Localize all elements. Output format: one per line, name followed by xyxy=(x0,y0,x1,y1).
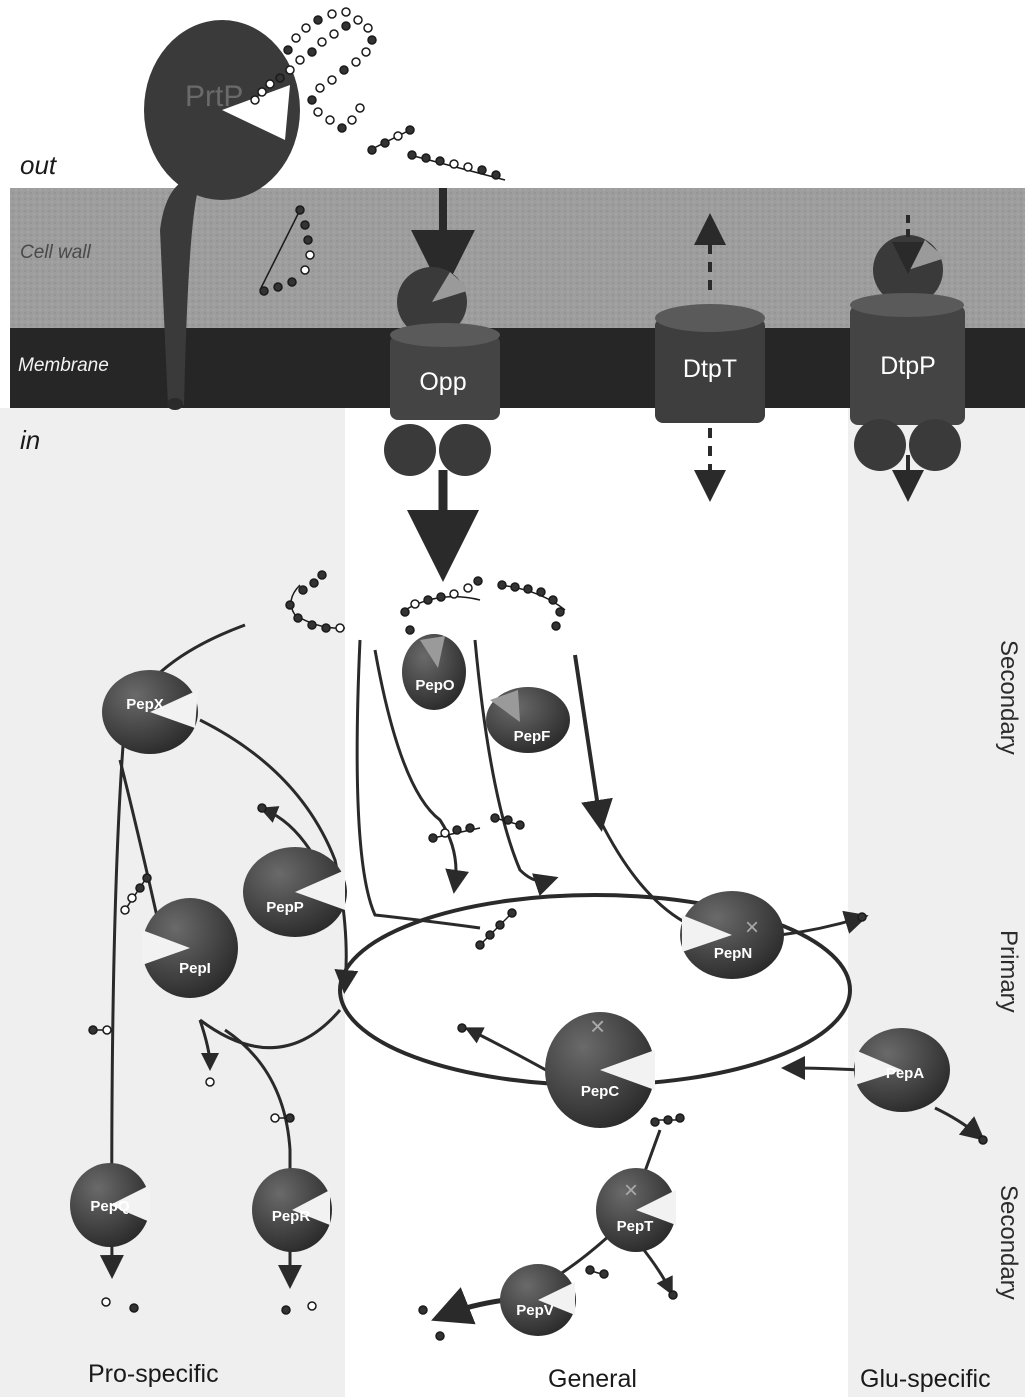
enzyme-pepo xyxy=(402,634,466,710)
dtpt-label: DtpT xyxy=(682,355,738,383)
membrane-label: Membrane xyxy=(18,355,109,376)
secondary-top-label: Secondary xyxy=(995,640,1022,755)
svg-text:×: × xyxy=(745,914,759,941)
enzyme-pepv xyxy=(500,1264,576,1336)
protein-substrate xyxy=(250,7,377,133)
out-region-label: out xyxy=(20,150,57,180)
pepf-label: PepF xyxy=(513,728,551,745)
intracellular-peptides xyxy=(285,570,566,635)
enzyme-pepr xyxy=(252,1168,332,1252)
enzyme-pepf xyxy=(486,687,570,753)
glu-specific-column-shade xyxy=(848,408,1025,1397)
dtpp-label: DtpP xyxy=(880,352,936,380)
pathway-arrows xyxy=(99,623,985,1325)
pepv-label: PepV xyxy=(516,1302,554,1319)
enzyme-pepp xyxy=(243,847,347,937)
pepo-label: PepO xyxy=(415,677,455,694)
pepq-label: PepQ xyxy=(90,1198,130,1215)
prtp-label: PrtP xyxy=(185,80,244,113)
pept-label: PepT xyxy=(616,1218,654,1235)
pepc-label: PepC xyxy=(580,1083,620,1100)
pepp-label: PepP xyxy=(266,899,304,916)
pepa-label: PepA xyxy=(885,1065,925,1082)
pepx-label: PepX xyxy=(126,696,164,713)
opp-label: Opp xyxy=(419,368,467,396)
enzyme-pepq xyxy=(70,1163,150,1247)
peptide-fragments xyxy=(88,803,988,1341)
primary-label: Primary xyxy=(995,930,1022,1013)
pepr-label: PepR xyxy=(271,1208,311,1225)
enzyme-pepi xyxy=(142,898,238,998)
secondary-bottom-label: Secondary xyxy=(995,1185,1022,1300)
glu-specific-label: Glu-specific xyxy=(860,1365,991,1393)
opp-transporter xyxy=(384,188,500,582)
pepn-label: PepN xyxy=(713,945,753,962)
dtpp-transporter xyxy=(850,215,965,502)
cell-wall-label: Cell wall xyxy=(20,242,91,263)
dtpt-transporter xyxy=(655,213,765,502)
enzyme-pepn: × xyxy=(680,891,784,979)
general-label: General xyxy=(548,1365,637,1393)
enzyme-pepx xyxy=(102,670,198,754)
enzyme-pept: × xyxy=(596,1168,676,1252)
pro-specific-label: Pro-specific xyxy=(88,1360,219,1388)
enzyme-pepa xyxy=(854,1028,950,1112)
in-region-label: in xyxy=(20,425,41,455)
pepi-label: PepI xyxy=(179,960,211,977)
svg-text:×: × xyxy=(590,1011,605,1041)
prtp-protease xyxy=(144,20,300,410)
enzyme-pepc: × xyxy=(545,1011,655,1128)
released-peptides xyxy=(259,125,506,296)
svg-text:×: × xyxy=(624,1177,638,1204)
